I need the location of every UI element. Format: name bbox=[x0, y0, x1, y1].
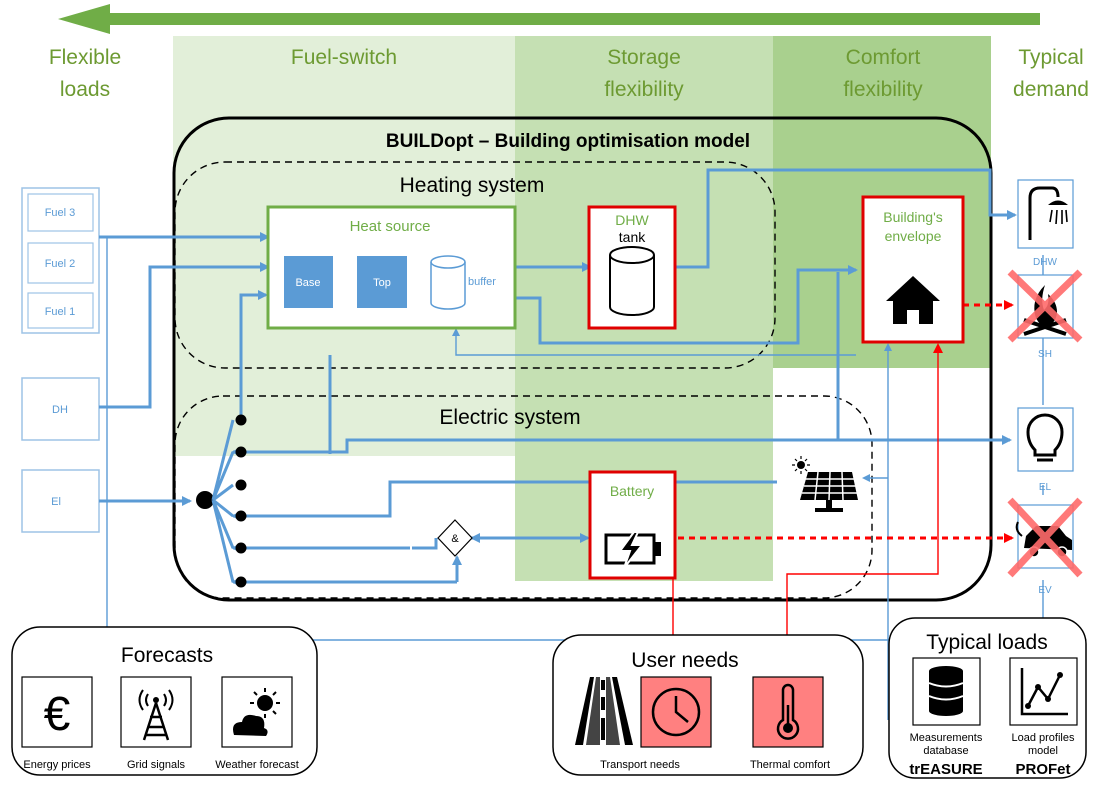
typical-measurements-2: database bbox=[923, 745, 968, 757]
input-fuel2-label: Fuel 2 bbox=[45, 258, 76, 270]
dhw-tank-label-1: DHW bbox=[615, 212, 649, 228]
shower-icon-box bbox=[1017, 179, 1074, 249]
user-thermal-comfort: Thermal comfort bbox=[750, 759, 830, 771]
col-flexible-loads-2: loads bbox=[60, 78, 110, 101]
envelope-box bbox=[861, 195, 965, 344]
model-frame bbox=[172, 116, 993, 602]
input-dh bbox=[21, 377, 100, 441]
battery-box bbox=[588, 470, 677, 580]
solar-panel-icon bbox=[792, 456, 858, 512]
forecasts-title: Forecasts bbox=[121, 644, 213, 667]
top-unit-label: Top bbox=[373, 277, 391, 289]
thermometer-icon bbox=[752, 676, 824, 748]
envelope-label-1: Building's bbox=[883, 209, 943, 225]
grid-tower-icon bbox=[120, 676, 192, 748]
clock-icon bbox=[640, 676, 712, 748]
heating-system-frame bbox=[174, 161, 776, 369]
weather-icon bbox=[221, 676, 293, 748]
database-icon bbox=[912, 657, 981, 726]
and-gate: & bbox=[437, 519, 473, 557]
profet-label: PROFet bbox=[1015, 761, 1070, 778]
road-icon bbox=[575, 677, 633, 745]
col-storage-2: flexibility bbox=[604, 78, 684, 101]
treasure-label: trEASURE bbox=[909, 761, 982, 778]
dhw-tank-icon bbox=[609, 246, 655, 316]
electric-system-label: Electric system bbox=[439, 406, 580, 429]
and-gate-label: & bbox=[451, 533, 459, 545]
demand-sh: SH bbox=[1038, 349, 1052, 360]
input-fuel2 bbox=[27, 242, 94, 284]
heating-system-label: Heating system bbox=[400, 174, 545, 197]
envelope-label-2: envelope bbox=[885, 228, 942, 244]
demand-dhw: DHW bbox=[1033, 257, 1057, 268]
top-unit bbox=[357, 256, 407, 308]
input-fuel1-label: Fuel 1 bbox=[45, 306, 76, 318]
euro-icon: € bbox=[21, 676, 93, 748]
typical-profiles-2: model bbox=[1028, 745, 1058, 757]
electric-system-frame bbox=[174, 395, 873, 599]
col-comfort-2: flexibility bbox=[843, 78, 923, 101]
user-transport-needs: Transport needs bbox=[600, 759, 680, 771]
battery-label: Battery bbox=[610, 483, 654, 499]
heat-source-title: Heat source bbox=[350, 218, 431, 235]
fire-icon-crossed bbox=[1007, 269, 1083, 343]
user-needs-title: User needs bbox=[631, 649, 738, 672]
battery-charging-icon bbox=[604, 531, 661, 569]
buffer-label: buffer bbox=[468, 276, 496, 288]
col-typical-2: demand bbox=[1013, 78, 1089, 101]
electric-bus bbox=[196, 414, 247, 588]
buffer-tank-icon bbox=[430, 255, 466, 310]
base-unit bbox=[284, 256, 333, 308]
forecast-weather: Weather forecast bbox=[215, 759, 299, 771]
dhw-tank-label-2: tank bbox=[619, 229, 646, 245]
input-el-label: El bbox=[51, 496, 61, 508]
input-fuel3-label: Fuel 3 bbox=[45, 207, 76, 219]
light-bulb-icon-box bbox=[1017, 407, 1074, 472]
col-comfort-1: Comfort bbox=[846, 46, 921, 69]
energy-flows bbox=[99, 168, 1017, 587]
house-icon bbox=[886, 276, 940, 324]
dhw-tank-box bbox=[587, 205, 677, 330]
col-fuel-switch: Fuel-switch bbox=[291, 46, 397, 69]
forecast-grid-signals: Grid signals bbox=[127, 759, 186, 771]
line-chart-icon bbox=[1009, 657, 1078, 726]
typical-profiles-1: Load profiles bbox=[1012, 732, 1075, 744]
electric-car-icon-crossed bbox=[1007, 497, 1083, 578]
col-flexible-loads-1: Flexible bbox=[49, 46, 121, 69]
input-fuel1 bbox=[27, 292, 94, 329]
forecast-energy-prices: Energy prices bbox=[23, 759, 91, 771]
typical-loads-title: Typical loads bbox=[926, 631, 1047, 654]
typical-measurements-1: Measurements bbox=[910, 732, 983, 744]
base-unit-label: Base bbox=[295, 277, 320, 289]
model-title: BUILDopt – Building optimisation model bbox=[386, 131, 750, 152]
demand-el: EL bbox=[1039, 482, 1052, 493]
col-storage-1: Storage bbox=[607, 46, 681, 69]
col-typical-1: Typical bbox=[1018, 46, 1083, 69]
flexibility-arrow bbox=[58, 4, 1040, 34]
input-el bbox=[21, 469, 100, 533]
demand-ev: EV bbox=[1038, 585, 1052, 596]
input-dh-label: DH bbox=[52, 404, 68, 416]
svg-text:€: € bbox=[44, 688, 71, 741]
